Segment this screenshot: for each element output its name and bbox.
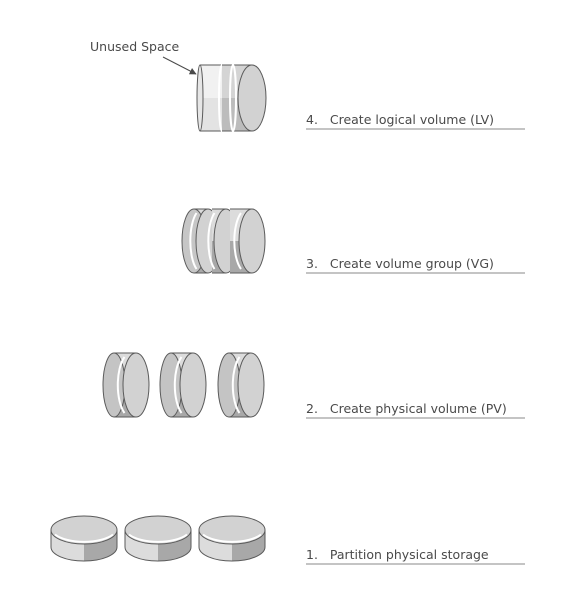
lv-unused-space-slice	[196, 64, 226, 132]
step-3-caption: 3. Create volume group (VG)	[306, 256, 525, 274]
step-2-physical-volumes: 2. Create physical volume (PV)	[102, 352, 525, 419]
step-4-logical-volume: Unused Space 4. Create logical volume (L…	[90, 39, 525, 132]
unused-space-label: Unused Space	[90, 39, 180, 54]
partition-disk-2	[124, 515, 192, 562]
lv-used-disk	[222, 64, 267, 132]
partition-disk-1	[50, 515, 118, 562]
pv-disk-3	[217, 352, 265, 418]
step-1-partitions: 1. Partition physical storage	[50, 515, 525, 565]
step-1-label: 1. Partition physical storage	[306, 547, 489, 562]
step-3-label: 3. Create volume group (VG)	[306, 256, 494, 271]
step-3-volume-group: 3. Create volume group (VG)	[181, 208, 525, 274]
pv-disk-2	[159, 352, 207, 418]
step-4-caption: 4. Create logical volume (LV)	[306, 112, 525, 130]
vg-disk-3	[230, 208, 266, 274]
step-1-caption: 1. Partition physical storage	[306, 547, 525, 565]
step-4-label: 4. Create logical volume (LV)	[306, 112, 494, 127]
step-2-label: 2. Create physical volume (PV)	[306, 401, 507, 416]
pv-disk-1	[102, 352, 150, 418]
partition-disk-3	[198, 515, 266, 562]
arrow-icon	[162, 56, 197, 75]
step-2-caption: 2. Create physical volume (PV)	[306, 401, 525, 419]
unused-space-annotation: Unused Space	[90, 39, 197, 75]
